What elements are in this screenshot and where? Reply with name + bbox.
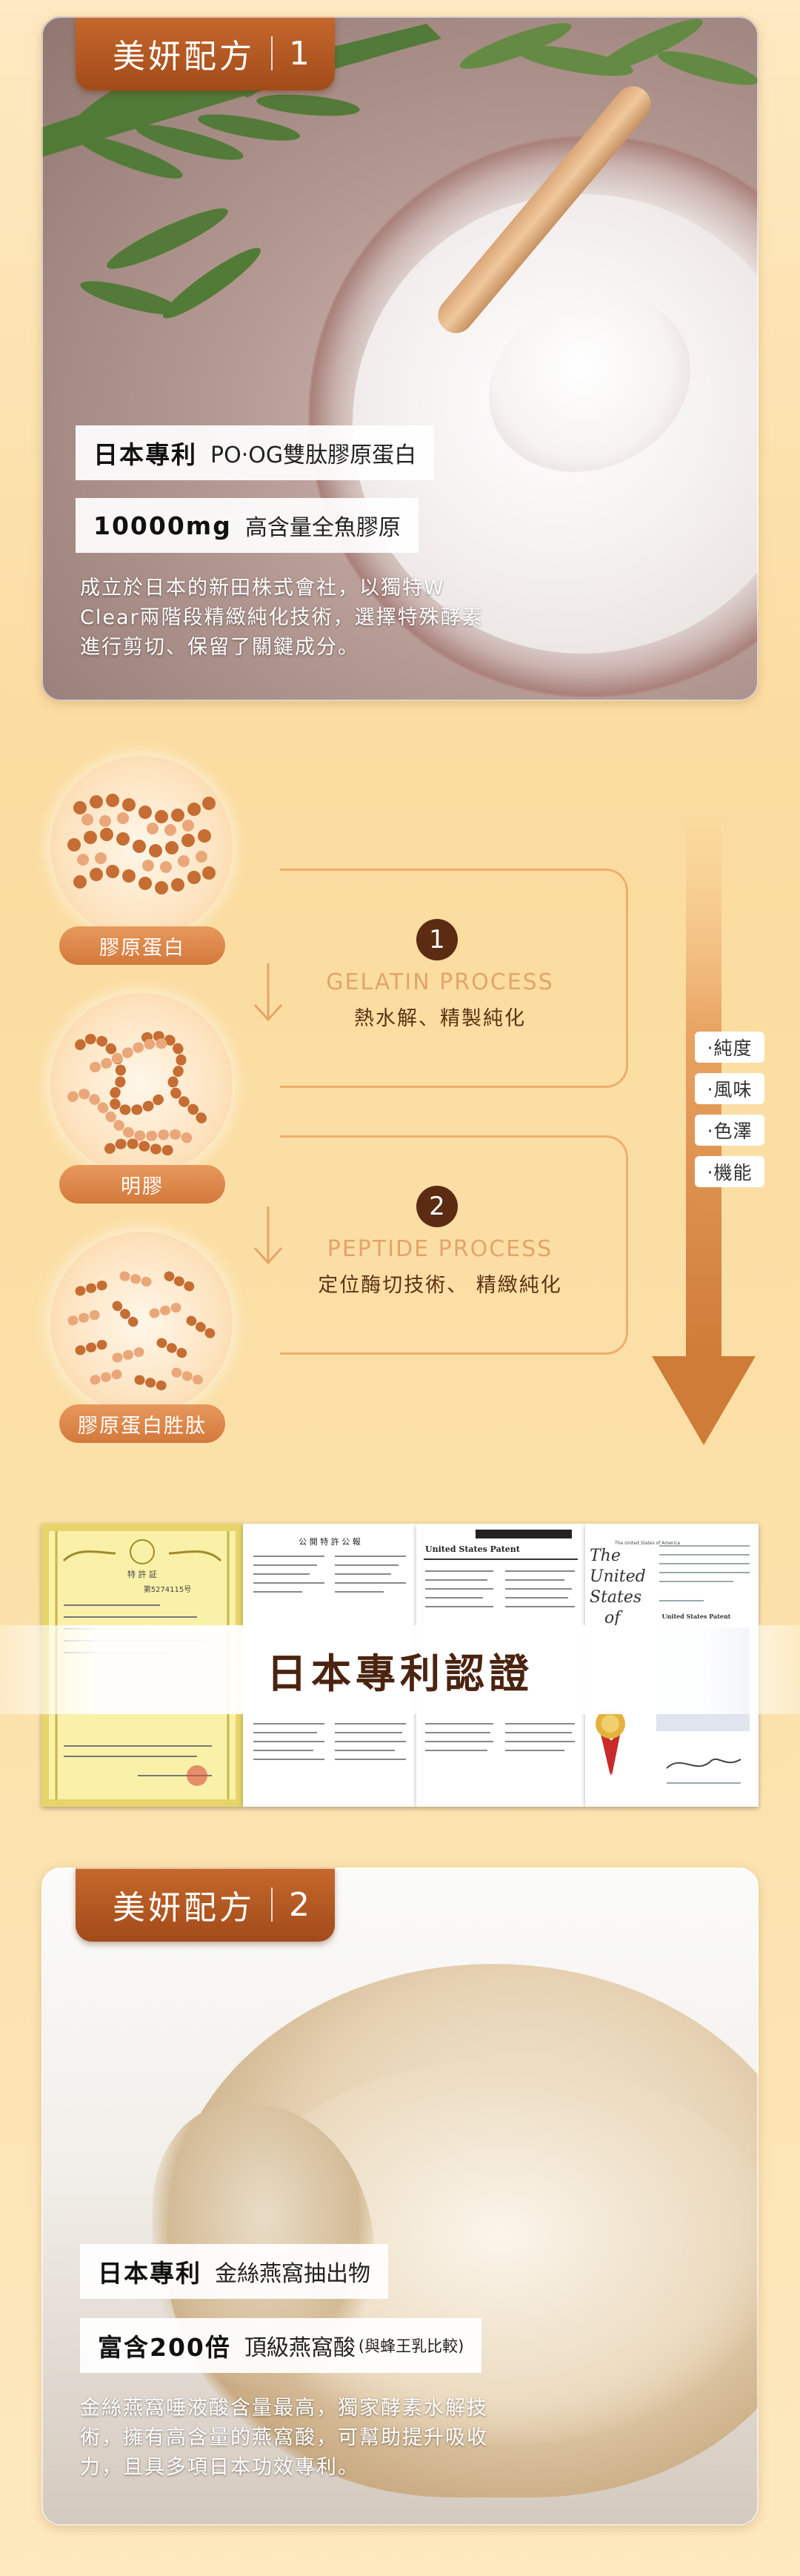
- svg-text:The: The: [590, 1547, 621, 1565]
- doc4-subheading: United States Patent: [661, 1613, 730, 1620]
- badge-number: 1: [289, 34, 313, 73]
- gelatin-label: 明膠: [59, 1165, 225, 1204]
- collagen-label: 膠原蛋白: [59, 926, 225, 965]
- process-bracket: [280, 869, 628, 1088]
- step-title-zh: 熱水解、精製純化: [354, 1007, 526, 1030]
- formula-card-2: 美妍配方 2 日本專利 金絲燕窩抽出物 富含200倍 頂級燕窩酸 (與蜂王乳比較…: [41, 1868, 759, 2526]
- badge-divider: [271, 1888, 273, 1922]
- quality-tag: ‧風味: [695, 1073, 764, 1104]
- amount-text: 頂級燕窩酸: [244, 2335, 356, 2361]
- amount-tagline: 富含200倍 頂級燕窩酸 (與蜂王乳比較): [80, 2318, 482, 2373]
- badge-title: 美妍配方: [113, 1889, 255, 1927]
- doc1-number: 第5274115号: [144, 1584, 192, 1594]
- svg-text:States: States: [590, 1588, 641, 1607]
- amount-label: 富含200倍: [98, 2333, 231, 2362]
- patent-certification-title: 日本專利認證: [0, 1625, 800, 1714]
- gelatin-molecule-illustration: [50, 993, 233, 1175]
- patent-tagline: 日本專利 PO‧OG雙肽膠原蛋白: [76, 425, 435, 480]
- patent-tagline: 日本專利 金絲燕窩抽出物: [80, 2244, 388, 2299]
- quality-tag: ‧色澤: [695, 1115, 764, 1146]
- badge-divider: [271, 36, 273, 70]
- doc2-heading: 公 開 特 許 公 報: [299, 1536, 360, 1547]
- svg-text:United: United: [590, 1567, 646, 1586]
- patent-text: 金絲燕窩抽出物: [215, 2261, 370, 2287]
- patent-label: 日本專利: [93, 440, 197, 469]
- formula-card-1: 美妍配方 1 日本專利 PO‧OG雙肽膠原蛋白 10000mg 高含量全魚膠原 …: [41, 16, 759, 701]
- formula-description: 成立於日本的新田株式會社，以獨特W Clear兩階段精緻純化技術，選擇特殊酵素進…: [80, 577, 484, 659]
- collagen-molecule-illustration: [50, 756, 233, 938]
- formula-badge: 美妍配方 2: [76, 1868, 335, 1942]
- patent-text: PO‧OG雙肽膠原蛋白: [210, 442, 417, 468]
- step-title-en: PEPTIDE PROCESS: [327, 1236, 553, 1262]
- amount-tagline: 10000mg 高含量全魚膠原: [76, 498, 419, 553]
- badge-title: 美妍配方: [113, 38, 255, 76]
- amount-text: 高含量全魚膠原: [244, 515, 401, 541]
- leaf-decoration: [41, 16, 759, 319]
- doc3-heading: United States Patent: [425, 1544, 521, 1554]
- formula-badge: 美妍配方 1: [76, 16, 335, 90]
- svg-text:of: of: [604, 1609, 623, 1627]
- badge-number: 2: [289, 1885, 313, 1924]
- quality-tag: ‧機能: [695, 1156, 764, 1187]
- step-title-zh: 定位酶切技術、 精緻純化: [318, 1274, 562, 1297]
- arrow-down-icon: [253, 963, 283, 1022]
- amount-note: (與蜂王乳比較): [358, 2337, 464, 2355]
- step-title-en: GELATIN PROCESS: [326, 969, 554, 995]
- formula-description: 金絲燕窩唾液酸含量最高，獨家酵素水解技術，擁有高含量的燕窩酸，可幫助提升吸收力，…: [80, 2397, 488, 2479]
- peptide-label: 膠原蛋白胜肽: [59, 1404, 225, 1443]
- process-bracket: [280, 1135, 628, 1355]
- patent-label: 日本專利: [98, 2259, 201, 2288]
- step-number-badge: 2: [416, 1186, 458, 1227]
- quality-tag: ‧純度: [695, 1032, 764, 1063]
- amount-label: 10000mg: [93, 511, 232, 540]
- arrow-down-icon: [253, 1206, 283, 1265]
- doc1-heading: 特 許 証: [127, 1569, 157, 1579]
- doc4-heading: The United States of America: [614, 1541, 680, 1546]
- step-number-badge: 1: [416, 919, 458, 960]
- peptide-molecule-illustration: [50, 1232, 233, 1414]
